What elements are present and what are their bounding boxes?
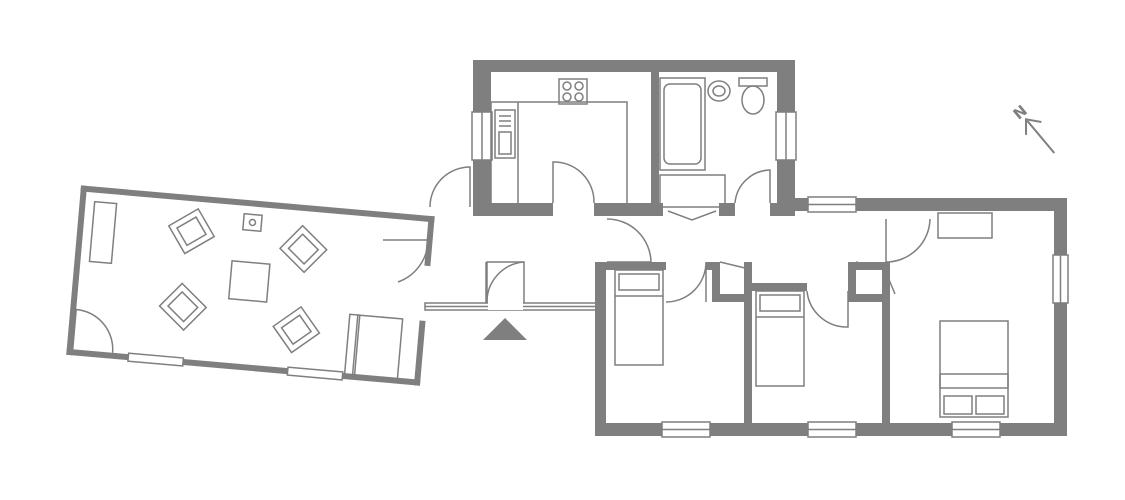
living-window-1 [127,352,185,367]
toilet [738,77,768,87]
airing-cupboard [659,174,726,208]
bedroom1-door [665,261,707,303]
hall-door-top [429,166,471,208]
north-arrow-icon [1026,120,1056,154]
bedroom-wing [595,196,1069,438]
kitchen-counter [490,101,628,203]
hall-living-door [383,239,429,283]
living-room [66,185,435,386]
bathroom-door [734,169,771,204]
living-window-2 [286,366,344,381]
bed1-cupboard [719,261,746,294]
bedroom2-door [806,290,849,328]
armchair-1 [167,207,216,255]
armchair-2 [278,224,328,274]
master-door [885,218,931,263]
sofa [351,314,404,382]
compass: N [1010,101,1056,154]
living-door-swing [71,308,114,353]
armchair-3 [158,282,208,332]
coffee-table [227,260,271,303]
wardrobe [937,212,993,239]
bathtub [659,77,706,171]
cupboard-bifold [667,210,717,221]
kitchen-door [552,161,595,204]
entrance-door [486,261,525,303]
armchair-4 [272,305,321,354]
side-table [242,212,263,233]
kitchen-bath-block [471,60,797,221]
entrance-triangle-icon [483,318,527,340]
hall-bedroom-door [606,218,652,263]
bed-double [939,320,1009,418]
sideboard [88,200,118,265]
kitchen-sink [494,109,516,159]
bed-single-1 [614,269,664,366]
basin [707,80,731,102]
hob [558,78,588,105]
bed-single-2 [755,290,805,387]
